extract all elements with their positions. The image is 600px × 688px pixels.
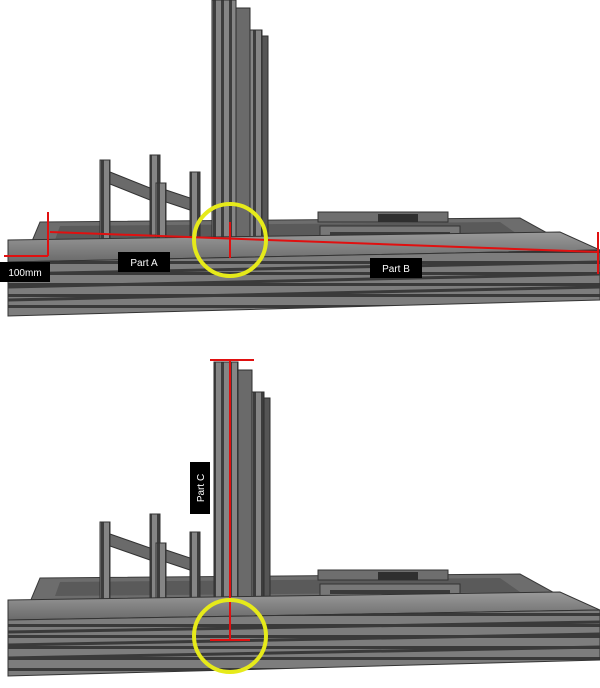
measure-line-part-a-b	[49, 231, 599, 253]
label-part-c-text: Part C	[196, 474, 207, 502]
label-100mm: 100mm	[0, 262, 50, 282]
front-frame-bottom	[7, 591, 600, 677]
small-uprights-bottom	[99, 513, 201, 603]
label-100mm-text: 100mm	[8, 268, 41, 279]
top-figure: 100mm Part A Part B	[0, 0, 600, 317]
tall-upright	[211, 0, 269, 241]
measurement-lines-bottom	[210, 359, 254, 641]
tall-upright-bottom	[213, 361, 271, 603]
label-part-b: Part B	[370, 258, 422, 278]
label-part-c: Part C	[190, 462, 210, 514]
highlight-circle-joint-bottom	[192, 598, 268, 674]
front-frame	[7, 231, 600, 317]
label-part-b-text: Part B	[382, 264, 410, 275]
bottom-figure: Part C	[7, 359, 600, 677]
measurement-lines-top	[4, 212, 599, 274]
label-part-a: Part A	[118, 252, 170, 272]
label-part-a-text: Part A	[130, 258, 158, 269]
highlight-circle-joint-top	[192, 202, 268, 278]
